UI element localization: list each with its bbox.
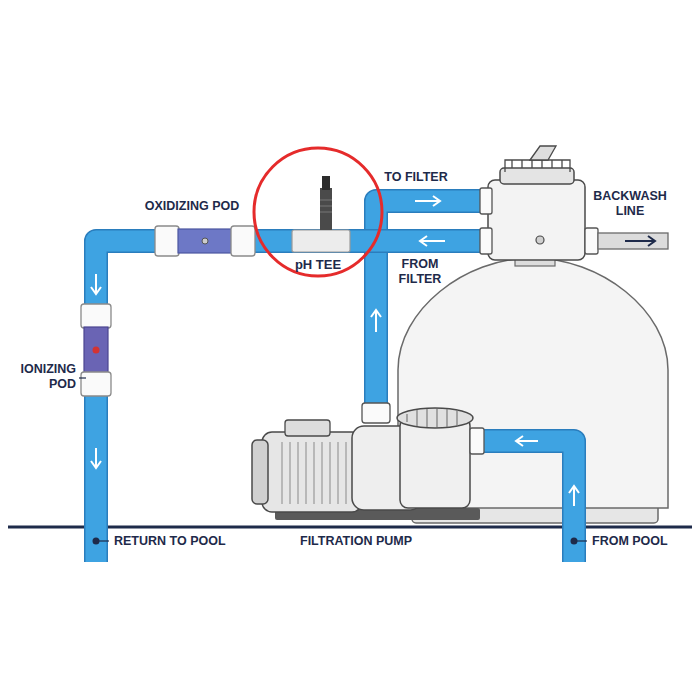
backwash-pipe [598, 233, 668, 249]
valve-body [488, 180, 585, 260]
part-label: FROM FILTER [385, 257, 455, 287]
pod-union [155, 226, 179, 256]
leader-line [574, 540, 587, 541]
pod-union [231, 226, 255, 256]
oxidizing-pod [178, 229, 232, 253]
part-label: FROM POOL [592, 534, 692, 549]
pipe-union [480, 228, 492, 254]
flow-arrow [625, 236, 655, 246]
part-label: pH TEE [252, 257, 384, 272]
ionizing-pod [84, 327, 108, 373]
part-label: TO FILTER [371, 170, 461, 185]
valve-ribs [505, 160, 570, 172]
part-label: BACKWASH LINE [592, 189, 668, 219]
part-label: IONIZING POD [8, 362, 76, 392]
pipe-outline [470, 441, 574, 562]
pump-motor [262, 432, 362, 512]
flow-arrow [91, 274, 101, 294]
fan-cover [252, 440, 268, 504]
flow-arrow [415, 196, 440, 206]
filter-tank [398, 258, 668, 508]
part-label: OXIDIZING POD [127, 199, 257, 214]
ph-tee-body [292, 230, 350, 252]
terminal-box [285, 420, 330, 436]
flow-arrow [516, 436, 538, 446]
pod-screw [202, 238, 208, 244]
flow-arrow [569, 486, 579, 506]
pipe-from-pool [470, 441, 574, 562]
pipe-union [470, 428, 484, 454]
valve-cap [500, 168, 574, 184]
valve-handle [530, 146, 556, 160]
part-label: RETURN TO POOL [114, 534, 274, 549]
valve-screw [536, 236, 544, 244]
highlight-circle: pH TEE [252, 146, 384, 278]
pipe-union [362, 403, 390, 423]
ground-line [8, 526, 692, 529]
flow-arrow [91, 448, 101, 468]
pipe-union [480, 188, 492, 214]
probe-ribs [320, 200, 332, 212]
flow-arrow [420, 236, 445, 246]
flow-arrow [371, 310, 381, 332]
leader-line [96, 540, 109, 541]
pod-union [81, 304, 111, 328]
motor-fins [282, 442, 346, 504]
pod-union [81, 372, 111, 396]
leader-line [79, 377, 86, 378]
part-label: FILTRATION PUMP [300, 534, 460, 549]
lid-ribs [407, 409, 457, 427]
strainer-lid [397, 408, 473, 428]
pod-electrode [93, 347, 100, 354]
pipe-union [585, 228, 598, 254]
ph-probe-cap [322, 176, 330, 190]
strainer-pot [400, 418, 470, 508]
pipe-return [96, 241, 490, 562]
ph-probe [320, 188, 332, 230]
pipe-outline [96, 241, 490, 562]
